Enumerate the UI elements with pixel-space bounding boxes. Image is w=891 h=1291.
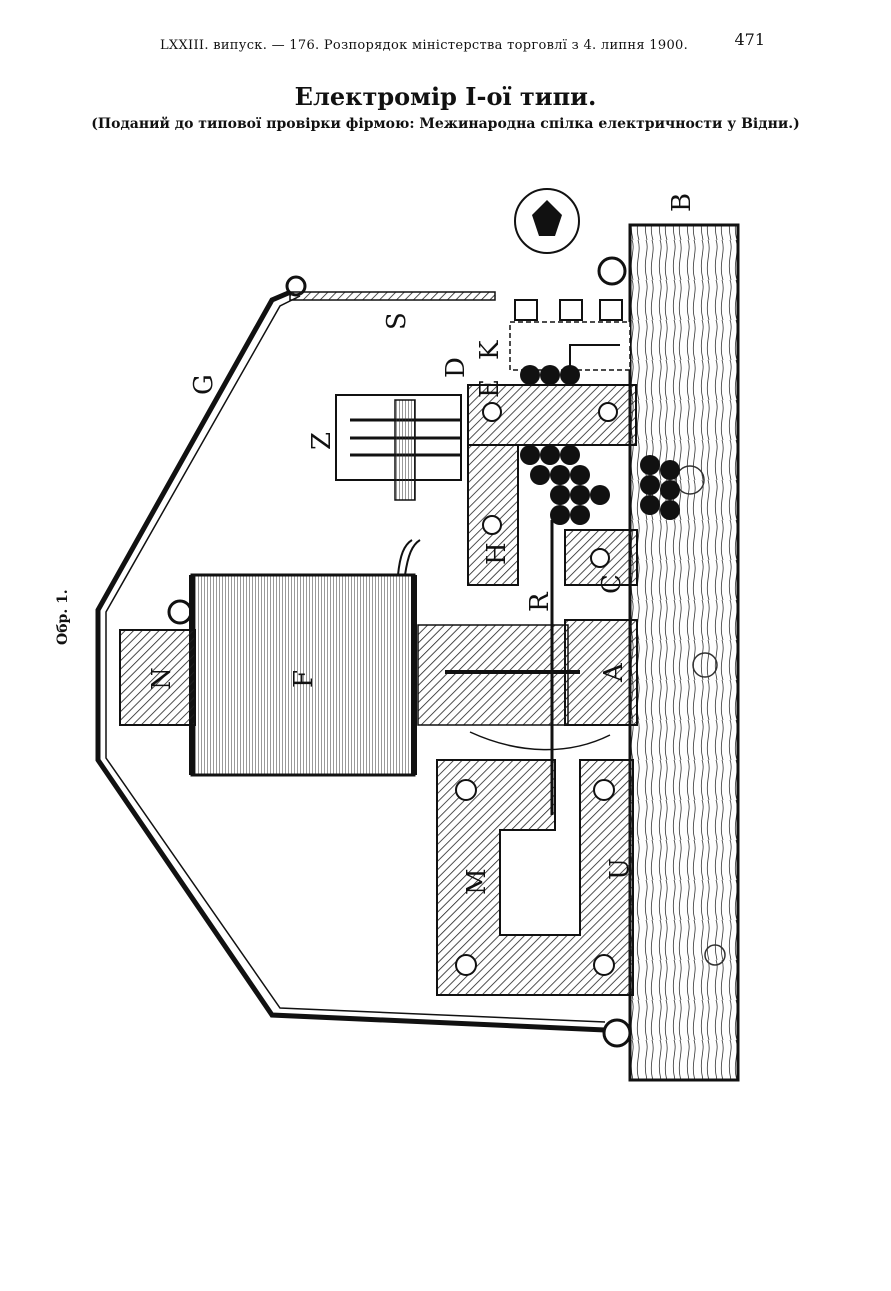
page-subtitle: (Поданий до типової провірки фірмою: Меж… [91,116,800,132]
iron-core [417,624,569,726]
label-g: G [189,374,219,395]
label-d: D [441,357,471,378]
screws [455,402,618,976]
scale-arc [469,731,611,751]
figure-labels: B G S K D Z E H R F N A M C U [147,193,697,895]
terminal [559,299,583,321]
rod-s [289,291,496,301]
terminal [514,299,538,321]
label-k: K [475,340,505,360]
page-number: 471 [734,30,765,49]
hinge-screw [167,599,193,625]
label-c: C [597,574,627,594]
hinge-screw [602,1018,632,1048]
label-u: U [605,858,635,880]
housing-cover [95,285,606,1033]
running-header: LXXIII. випуск. — 176. Розпорядок мініст… [0,30,891,54]
knot [692,652,718,678]
terminal [599,299,623,321]
wooden-base [628,223,740,1082]
label-m: M [462,868,492,895]
label-r: R [525,591,555,612]
knot [675,465,705,495]
label-b: B [667,193,697,212]
label-n: N [147,667,177,690]
hinge-screw [597,256,627,286]
label-z: Z [307,432,337,450]
copper-winding [520,365,680,525]
permanent-magnet-m [436,759,634,996]
label-e: E [475,379,505,398]
label-a: A [599,662,629,683]
label-s: S [382,312,412,330]
header-title: LXXIII. випуск. — 176. Розпорядок мініст… [160,38,689,53]
knot [704,944,726,966]
label-f: F [289,670,319,688]
page-title: Електромір I-ої типи. [294,82,597,111]
label-h: H [482,542,512,565]
coil-f [190,573,416,777]
magnet-core-left [467,444,519,586]
core-n [119,629,196,726]
counter-gears [394,399,416,501]
